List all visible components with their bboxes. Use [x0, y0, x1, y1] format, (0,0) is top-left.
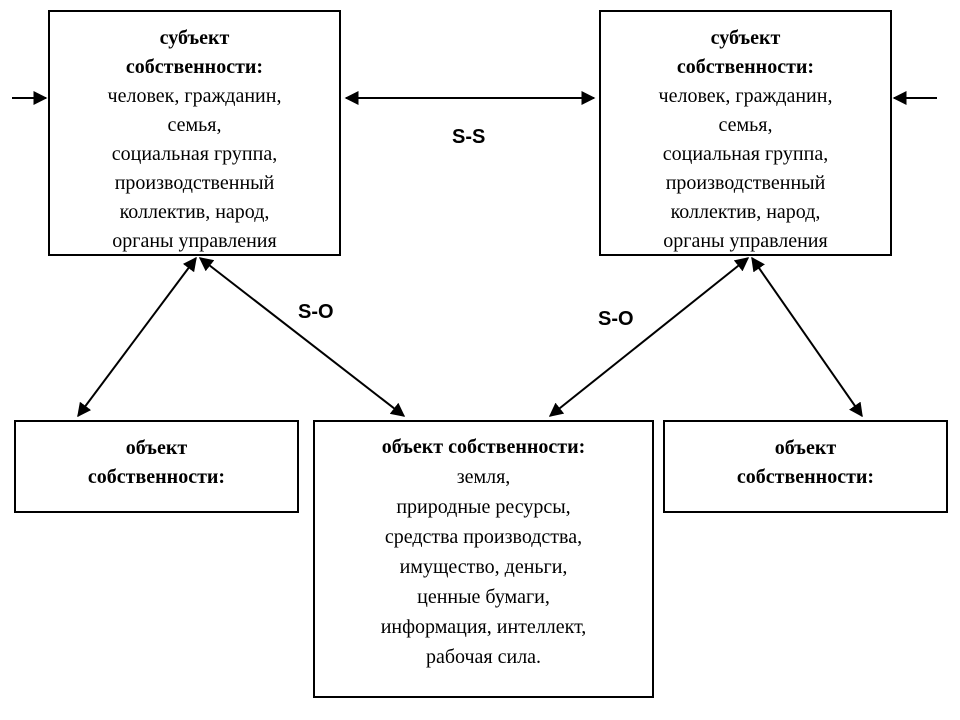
subject-heading-line: собственности:: [125, 56, 264, 78]
object-item-line: рабочая сила.: [425, 646, 542, 668]
arrow-right-subject-to-center-object: [548, 257, 750, 417]
subject-box-right: субъект собственности: человек, граждани…: [599, 10, 892, 256]
object-heading-line: объект собственности:: [381, 436, 586, 458]
subject-heading-line: субъект: [159, 27, 230, 49]
subject-item-line: социальная группа,: [662, 143, 829, 165]
subject-item-line: человек, гражданин,: [107, 85, 282, 107]
object-item-line: информация, интеллект,: [380, 616, 587, 638]
arrow-right-subject-to-right-object: [751, 256, 863, 418]
subject-item-line: органы управления: [663, 230, 828, 252]
relation-label-subject-subject: S-S: [452, 126, 486, 148]
arrow-left-subject-to-center-object: [198, 257, 406, 417]
subject-item-line: производственный: [114, 172, 275, 194]
object-item-line: природные ресурсы,: [396, 496, 571, 518]
subject-heading-line: собственности:: [676, 56, 815, 78]
subject-item-line: человек, гражданин,: [658, 85, 833, 107]
subject-item-line: коллектив, народ,: [119, 201, 270, 223]
subject-item-line: производственный: [665, 172, 826, 194]
subject-item-line: коллектив, народ,: [670, 201, 821, 223]
object-item-line: средства производства,: [384, 526, 583, 548]
subject-item-line: семья,: [718, 114, 773, 136]
relation-label-subject-object-left: S-O: [298, 301, 334, 323]
subject-item-line: социальная группа,: [111, 143, 278, 165]
object-box-left: объект собственности:: [14, 420, 299, 513]
object-item-line: ценные бумаги,: [417, 586, 550, 608]
arrow-left-subject-to-left-object: [77, 256, 197, 418]
object-heading-line: собственности:: [736, 466, 875, 488]
object-item-line: имущество, деньги,: [399, 556, 568, 578]
object-item-line: земля,: [456, 466, 511, 488]
subject-item-line: семья,: [167, 114, 222, 136]
object-box-center: объект собственности: земля, природные р…: [313, 420, 654, 698]
object-heading-line: объект: [125, 437, 188, 459]
object-heading-line: объект: [774, 437, 837, 459]
object-box-right: объект собственности:: [663, 420, 948, 513]
subject-item-line: органы управления: [112, 230, 277, 252]
object-heading-line: собственности:: [87, 466, 226, 488]
subject-box-left: субъект собственности: человек, граждани…: [48, 10, 341, 256]
subject-heading-line: субъект: [710, 27, 781, 49]
relation-label-subject-object-right: S-O: [598, 308, 634, 330]
